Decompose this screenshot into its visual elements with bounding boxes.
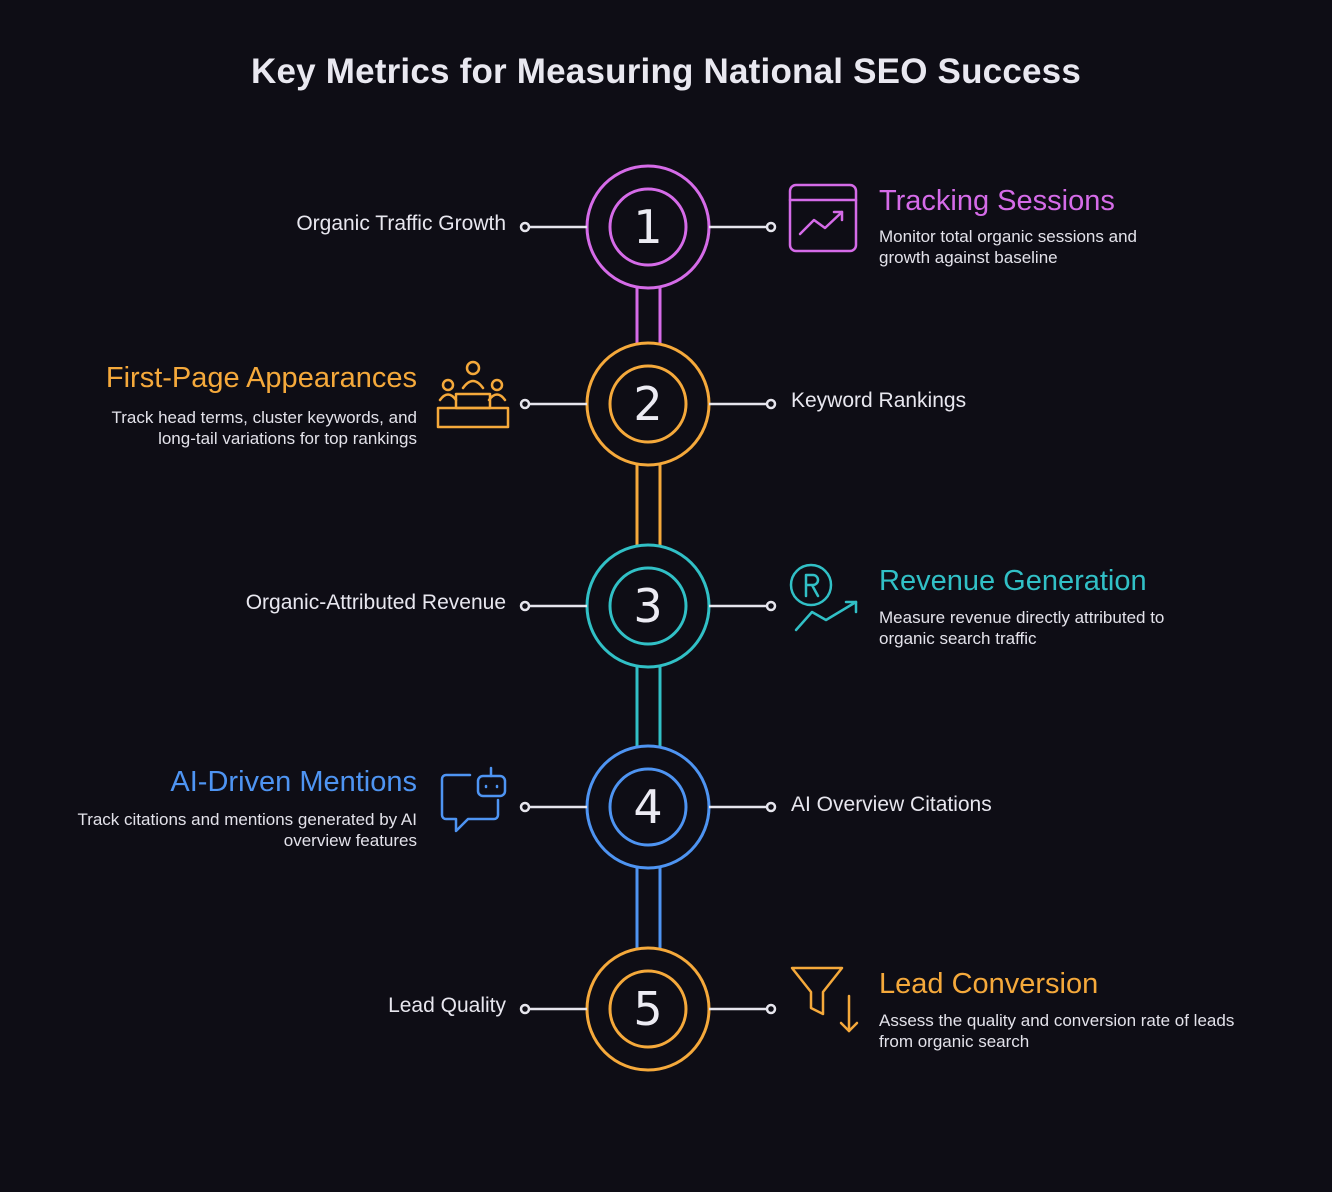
step-5-node [519,946,777,1072]
step-1-heading: Tracking Sessions [879,185,1115,217]
step-1-number: 1 [633,200,663,254]
step-1-node [519,164,777,290]
connector-1-2 [635,286,662,344]
step-2-node [519,341,777,467]
step-1-description: Monitor total organic sessions and growt… [879,227,1137,267]
step-2-heading: First-Page Appearances [105,362,417,394]
step-3-node [519,543,777,669]
step-3-label: Organic-Attributed Revenue [245,591,506,614]
podium-icon [436,360,510,429]
step-5-heading: Lead Conversion [879,968,1099,1000]
connector-4-5 [635,867,662,949]
step-3-number: 3 [633,579,663,633]
step-4-number: 4 [633,780,663,834]
step-2-label: Keyword Rankings [791,389,967,412]
step-3-description: Measure revenue directly attributed to o… [879,608,1165,648]
step-5-label: Lead Quality [388,994,506,1017]
step-3-heading: Revenue Generation [879,565,1147,597]
bot-chat-icon [440,766,507,833]
step-1-label: Organic Traffic Growth [296,212,506,235]
step-2-number: 2 [633,377,663,431]
step-4-label: AI Overview Citations [791,793,992,816]
trending-chart-icon [788,183,858,253]
step-4-description: Track citations and mentions generated b… [77,810,417,850]
diagram-title: Key Metrics for Measuring National SEO S… [250,52,1082,91]
step-4-node [519,744,777,870]
funnel-down-icon [790,966,859,1033]
revenue-growth-icon [789,563,858,632]
step-2-description: Track head terms, cluster keywords, and … [111,408,418,448]
step-5-number: 5 [633,982,663,1036]
step-4-heading: AI-Driven Mentions [170,766,417,798]
connector-3-4 [635,666,662,748]
step-5-description: Assess the quality and conversion rate o… [879,1011,1235,1051]
connector-2-3 [635,464,662,546]
